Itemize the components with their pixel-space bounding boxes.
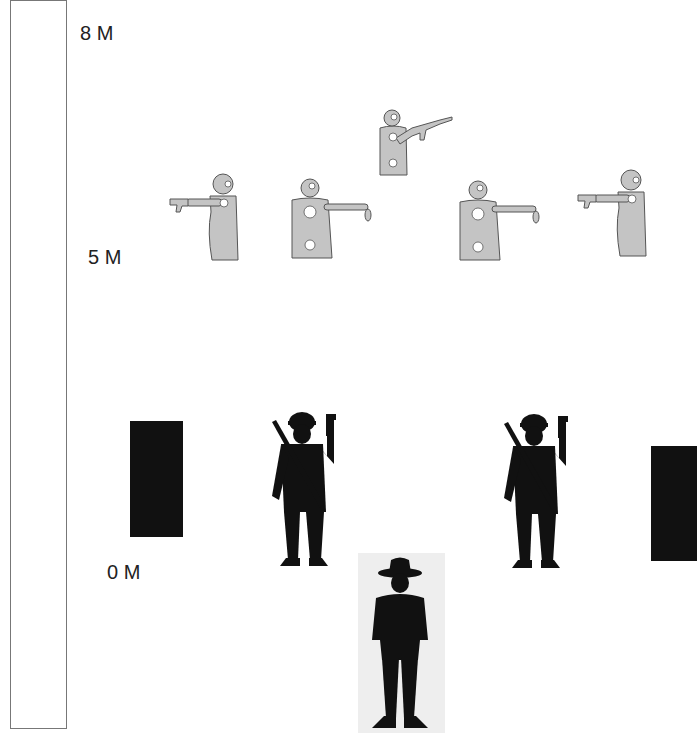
- soldier-silhouette: [504, 414, 568, 568]
- grenade-target: [460, 181, 539, 260]
- soldier-silhouette: [272, 412, 336, 566]
- drill-sergeant: [358, 553, 445, 733]
- barrier-block: [130, 421, 183, 537]
- rifle-target: [380, 110, 452, 175]
- distance-label: 0 M: [107, 561, 140, 583]
- pistol-target: [170, 174, 238, 260]
- pistol-target: [578, 170, 646, 256]
- barrier-block: [651, 446, 697, 561]
- distance-label: 8 M: [80, 22, 113, 44]
- range-bar: [11, 1, 67, 729]
- grenade-target: [292, 179, 371, 258]
- distance-label: 5 M: [88, 246, 121, 268]
